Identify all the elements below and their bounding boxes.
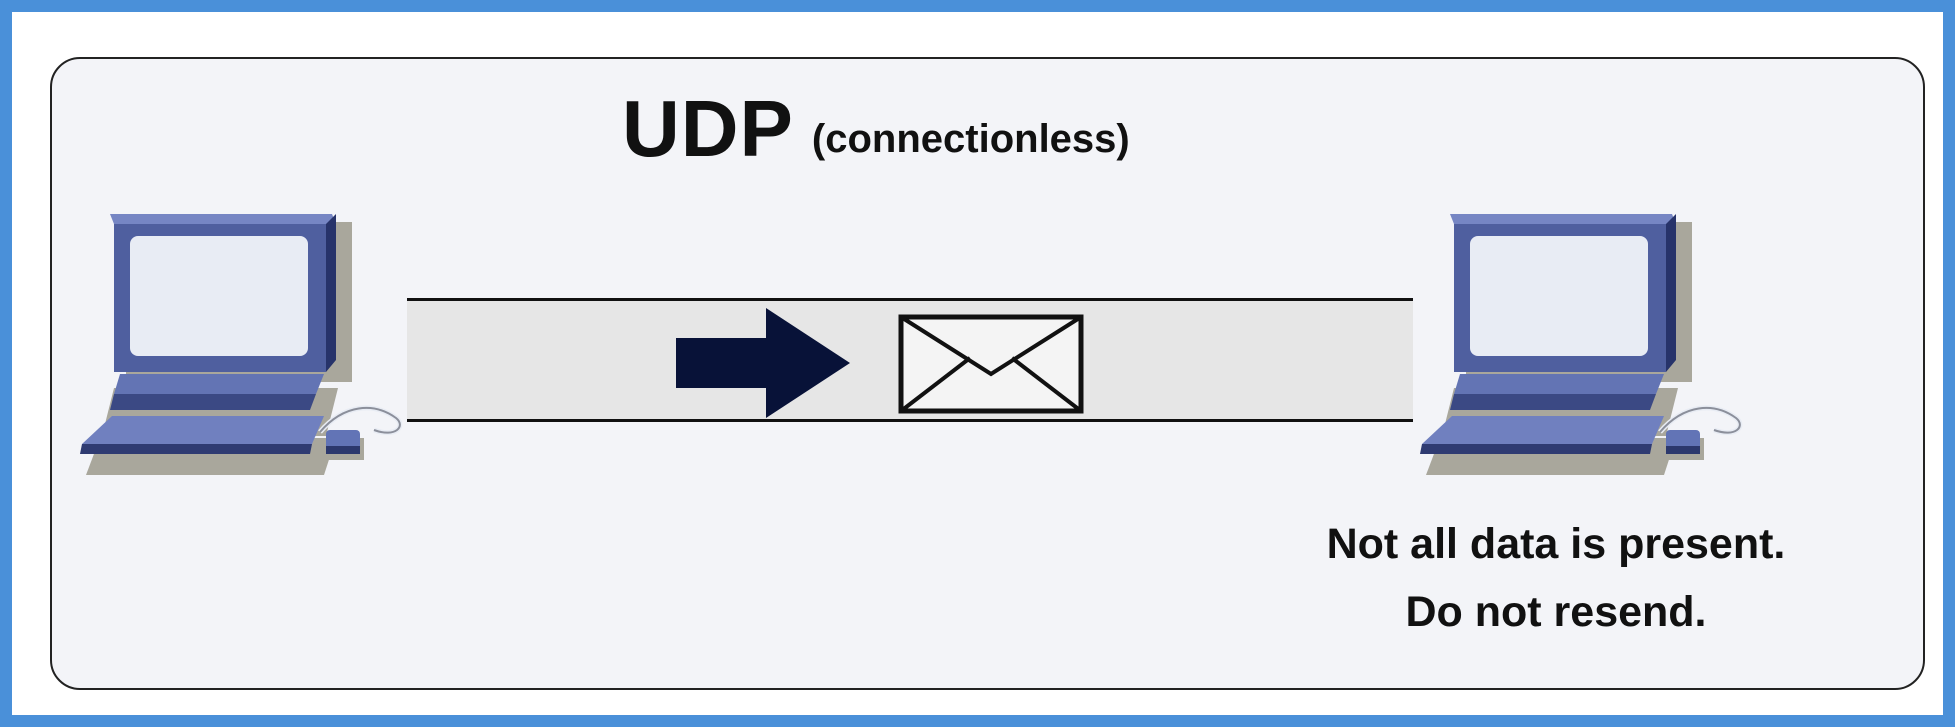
receiver-base <box>1450 374 1664 410</box>
envelope-icon <box>898 314 1084 414</box>
receiver-computer-icon <box>1420 214 1743 475</box>
status-line-1: Not all data is present. <box>1326 520 1786 568</box>
status-line-2: Do not resend. <box>1405 588 1707 636</box>
sender-base <box>110 374 324 410</box>
right-arrow-icon <box>676 308 850 418</box>
sender-monitor <box>110 214 336 372</box>
sender-computer-icon <box>80 214 403 475</box>
receiver-monitor <box>1450 214 1676 372</box>
receiver-keyboard <box>1420 416 1664 454</box>
sender-mouse <box>318 405 403 454</box>
title-subtitle: (connectionless) <box>811 117 1130 161</box>
title-protocol: UDP <box>622 84 794 173</box>
diagram-title: UDP (connectionless) <box>622 84 1130 174</box>
receiver-status-note: Not all data is present. Do not resend. <box>1246 510 1866 646</box>
sender-keyboard <box>80 416 324 454</box>
receiver-mouse <box>1658 405 1743 454</box>
